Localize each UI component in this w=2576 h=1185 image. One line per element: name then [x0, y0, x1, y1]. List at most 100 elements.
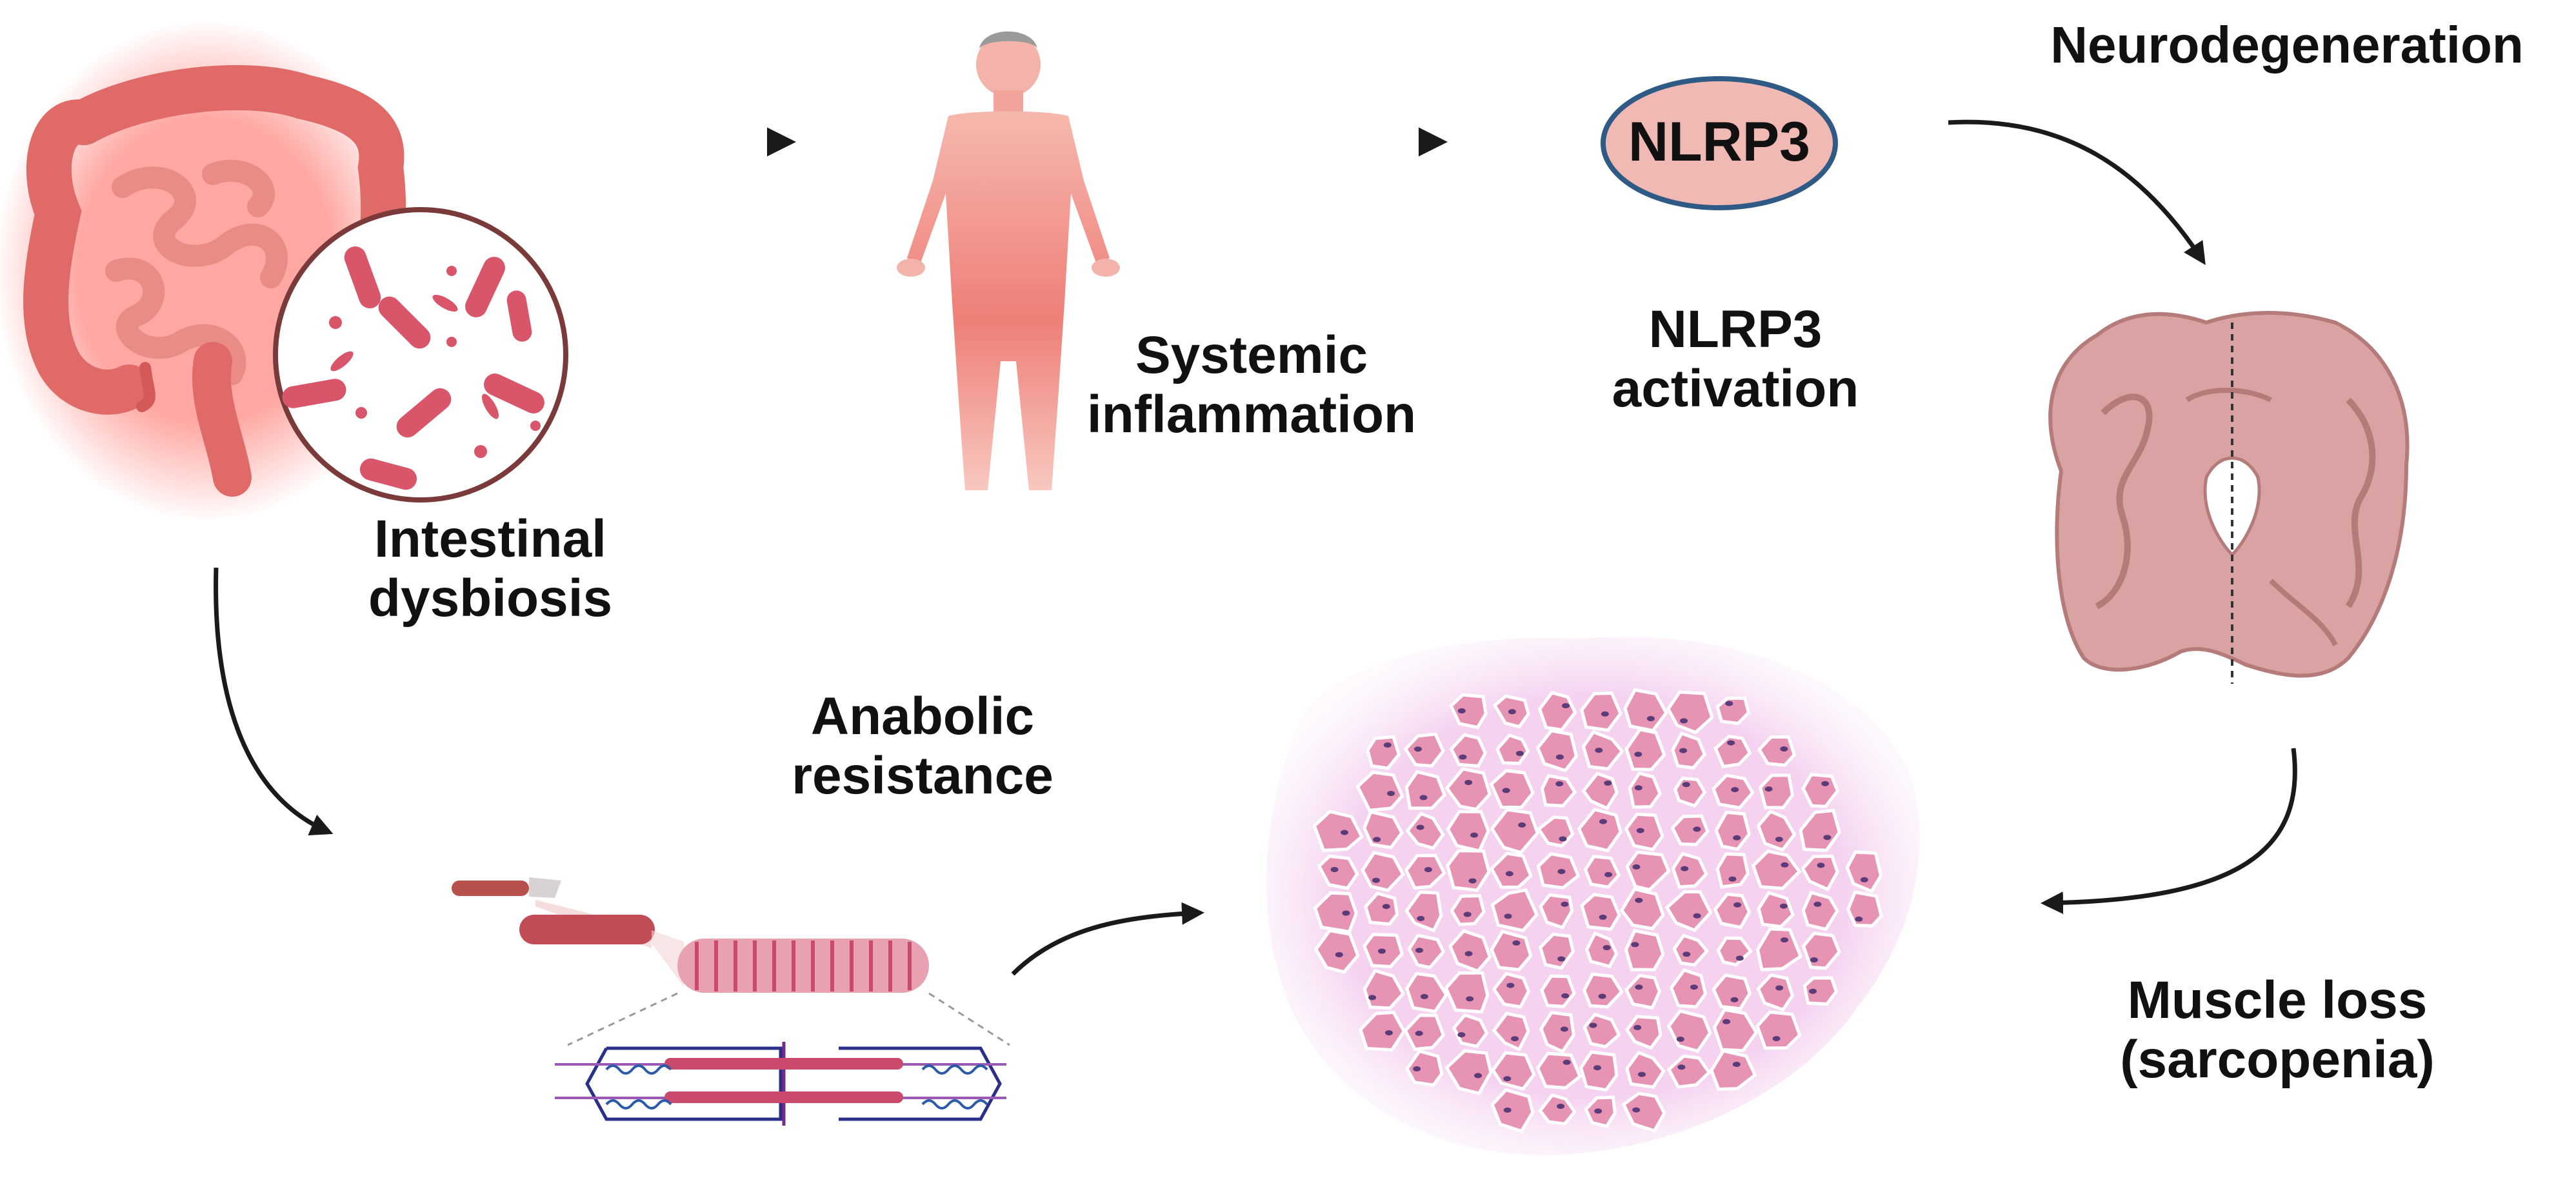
cell-nucleus — [1419, 795, 1428, 801]
cell-nucleus — [1731, 787, 1739, 793]
muscle-cell — [1580, 691, 1622, 732]
cell-nucleus — [1463, 911, 1472, 917]
cell-nucleus — [1680, 718, 1688, 724]
muscle-cell — [1802, 976, 1839, 1006]
label-anabolic-resistance: Anabolic resistance — [742, 687, 1103, 806]
cell-nucleus — [1555, 781, 1564, 787]
muscle-cell — [1535, 728, 1579, 773]
muscle-cell — [1624, 928, 1665, 971]
muscle-cell — [1492, 971, 1531, 1009]
cell-nucleus — [1459, 754, 1467, 760]
cell-nucleus — [1424, 867, 1432, 873]
cell-nucleus — [1764, 786, 1773, 792]
muscle-cell — [1490, 851, 1533, 890]
cell-nucleus — [1855, 916, 1863, 922]
cell-nucleus — [1464, 951, 1473, 957]
muscle-cell — [1625, 1050, 1666, 1089]
muscle-cell — [1624, 812, 1664, 851]
muscle-cell — [1628, 771, 1662, 809]
cell-nucleus — [1682, 951, 1691, 957]
muscle-cell — [1671, 851, 1708, 889]
cell-nucleus — [1512, 940, 1521, 946]
cell-nucleus — [1416, 824, 1424, 830]
cell-nucleus — [1781, 937, 1788, 943]
cell-nucleus — [1557, 869, 1566, 875]
cell-nucleus — [1505, 871, 1513, 877]
muscle-cell — [1535, 1051, 1583, 1090]
muscle-cell — [1490, 1088, 1535, 1133]
muscle-cell — [1625, 850, 1671, 892]
muscle-cell — [1801, 854, 1839, 892]
cell-nucleus — [1466, 996, 1474, 1002]
cell-nucleus — [1810, 957, 1818, 962]
cell-nucleus — [1468, 878, 1477, 884]
cell-nucleus — [1342, 910, 1350, 916]
cell-nucleus — [1414, 746, 1422, 752]
label-nlrp3-activation: NLRP3 activation — [1568, 300, 1903, 419]
muscle-cell — [1713, 892, 1752, 930]
muscle-cell — [1490, 930, 1533, 971]
cell-nucleus — [1415, 1030, 1423, 1036]
muscle-cell — [1355, 770, 1404, 812]
cell-nucleus — [1341, 830, 1348, 835]
muscle-cell — [1583, 1012, 1621, 1049]
muscle-cell — [1452, 1013, 1489, 1048]
nlrp3-badge-shape — [1601, 76, 1838, 210]
cell-nucleus — [1775, 837, 1783, 842]
cell-nucleus — [1775, 985, 1784, 991]
muscle-cell — [1490, 808, 1540, 855]
label-systemic-inflammation: Systemic inflammation — [1058, 326, 1445, 444]
cell-nucleus — [1817, 862, 1825, 868]
muscle-tissue-icon — [1266, 637, 1920, 1155]
cell-nucleus — [1420, 993, 1428, 999]
cell-nucleus — [1557, 1104, 1565, 1109]
cell-nucleus — [1372, 877, 1380, 883]
cell-nucleus — [1693, 913, 1701, 919]
label-systemic-inflammation-line1: Systemic — [1135, 326, 1368, 384]
label-nlrp3-activation-line2: activation — [1612, 359, 1859, 418]
label-anabolic-resistance-line1: Anabolic — [810, 687, 1035, 746]
muscle-cell — [1444, 1049, 1493, 1095]
muscle-cell — [1492, 1011, 1530, 1052]
muscle-cell — [1846, 890, 1883, 928]
label-intestinal-dysbiosis-line1: Intestinal — [374, 510, 606, 568]
cell-nucleus — [1772, 1036, 1781, 1042]
cell-nucleus — [1506, 982, 1515, 988]
cell-nucleus — [1503, 1107, 1512, 1113]
cell-nucleus — [1634, 785, 1642, 791]
human-body-icon — [897, 31, 1120, 490]
muscle-cell — [1540, 773, 1577, 808]
cell-nucleus — [1677, 1064, 1686, 1070]
cell-nucleus — [1563, 1059, 1571, 1065]
cell-nucleus — [1638, 1071, 1646, 1077]
cell-nucleus — [1682, 782, 1690, 788]
muscle-cell — [1801, 773, 1840, 808]
muscle-cell — [1672, 933, 1710, 967]
cell-nucleus — [1632, 864, 1641, 870]
arrow-brain-to-muscle — [2041, 748, 2297, 915]
muscle-cell — [1407, 933, 1446, 970]
cell-nucleus — [1635, 984, 1643, 990]
muscle-cell — [1845, 850, 1883, 893]
muscle-cell — [1581, 730, 1624, 771]
cell-nucleus — [1457, 708, 1466, 713]
muscle-fiber-icon — [452, 877, 1010, 1126]
cell-nucleus — [1557, 956, 1566, 962]
muscle-cell — [1757, 891, 1795, 929]
bacteria-magnifier-icon — [273, 207, 568, 503]
muscle-cell — [1577, 807, 1622, 853]
cell-nucleus — [1508, 709, 1516, 715]
muscle-cell — [1669, 968, 1708, 1009]
cell-nucleus — [1387, 791, 1395, 796]
muscle-cell — [1757, 735, 1797, 767]
muscle-cell — [1715, 852, 1750, 889]
muscle-cell — [1624, 728, 1666, 772]
muscle-cell — [1715, 696, 1751, 726]
muscle-cell — [1666, 690, 1714, 735]
cell-nucleus — [1559, 836, 1567, 842]
cell-nucleus — [1779, 903, 1788, 909]
muscle-cell — [1580, 893, 1621, 931]
label-muscle-loss-line1: Muscle loss — [2127, 971, 2428, 1030]
muscle-cell — [1448, 929, 1492, 973]
